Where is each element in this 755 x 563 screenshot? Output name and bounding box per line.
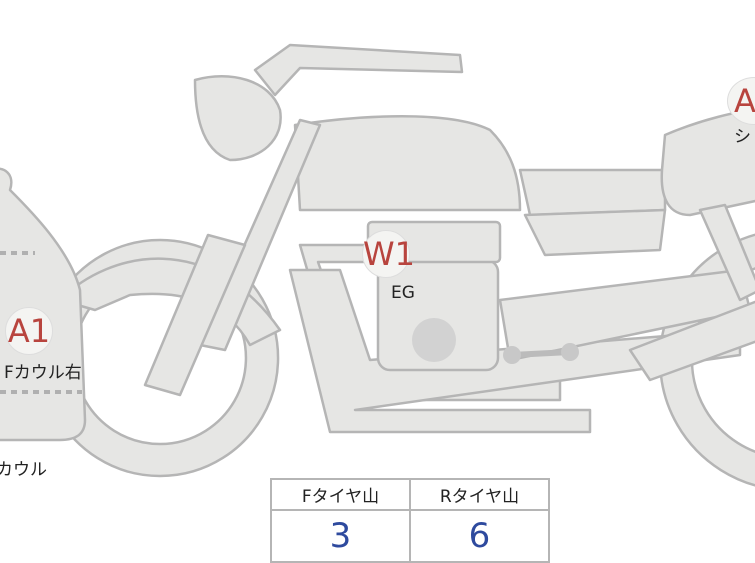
header-rear-tire: Rタイヤ山 (409, 478, 550, 511)
marker-label-cowl: カウル (0, 460, 47, 480)
tire-tread-table: Fタイヤ山 Rタイヤ山 3 6 (270, 478, 550, 563)
rear-shock (628, 300, 755, 382)
pivot (503, 346, 521, 364)
fuel-tank (293, 115, 522, 212)
rear-strut (698, 203, 755, 302)
rear-frame (523, 208, 667, 257)
headlight (193, 75, 282, 162)
seat-tail (660, 108, 755, 217)
value-front-tire: 3 (270, 509, 411, 563)
handlebar (253, 43, 464, 97)
value-rear-tire: 6 (409, 509, 550, 563)
marker-label-f-cowl-right: Fカウル右 (4, 363, 82, 383)
side-cover (518, 168, 667, 217)
brake-rod (511, 349, 571, 358)
marker-badge-w1[interactable]: W1 (362, 230, 415, 278)
marker-badge-a1[interactable]: A1 (5, 307, 53, 355)
fork-lower (143, 233, 247, 397)
engine-cover (412, 318, 456, 362)
front-cowl (0, 167, 87, 442)
marker-label-eg: EG (391, 283, 415, 303)
pivot (561, 343, 579, 361)
marker-label-shi: シ (734, 127, 751, 147)
header-front-tire: Fタイヤ山 (270, 478, 411, 511)
